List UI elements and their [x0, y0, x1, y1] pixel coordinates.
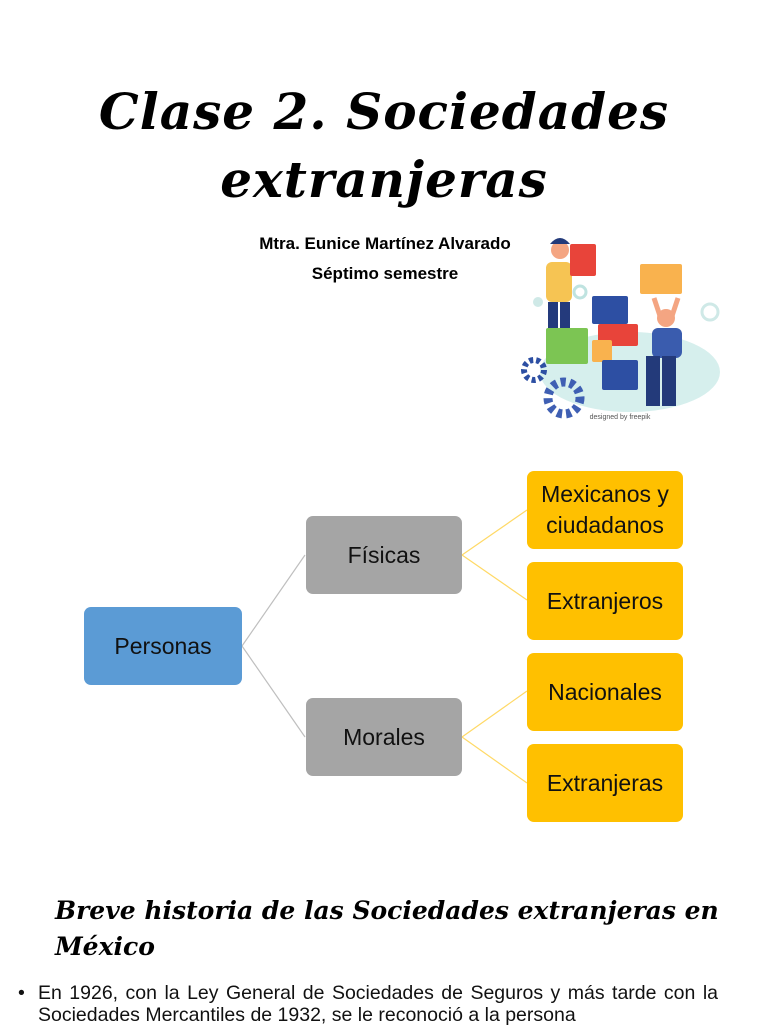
slide-title: Clase 2. Sociedades extranjeras — [98, 82, 670, 209]
bullet-text: En 1926, con la Ley General de Sociedade… — [38, 982, 718, 1026]
node-extranjeras: Extranjeras — [527, 744, 683, 822]
diagram-connectors — [241, 509, 528, 784]
node-personas: Personas — [84, 607, 242, 685]
bullet-icon: • — [18, 982, 25, 1004]
building-blocks-illustration — [521, 238, 720, 419]
bullet-item: • En 1926, con la Ley General de Socieda… — [18, 982, 718, 1026]
author-name: Mtra. Eunice Martínez Alvarado — [259, 234, 511, 253]
node-mexicanos-ciudadanos: Mexicanos y ciudadanos — [527, 471, 683, 549]
node-morales: Morales — [306, 698, 462, 776]
node-fisicas: Físicas — [306, 516, 462, 594]
semester-label: Séptimo semestre — [311, 264, 459, 283]
illustration-credit: designed by freepik — [589, 414, 651, 421]
node-extranjeros: Extranjeros — [527, 562, 683, 640]
node-nacionales: Nacionales — [527, 653, 683, 731]
history-heading: Breve historia de las Sociedades extranj… — [55, 896, 719, 961]
author-block: Mtra. Eunice Martínez Alvarado Séptimo s… — [200, 229, 570, 289]
